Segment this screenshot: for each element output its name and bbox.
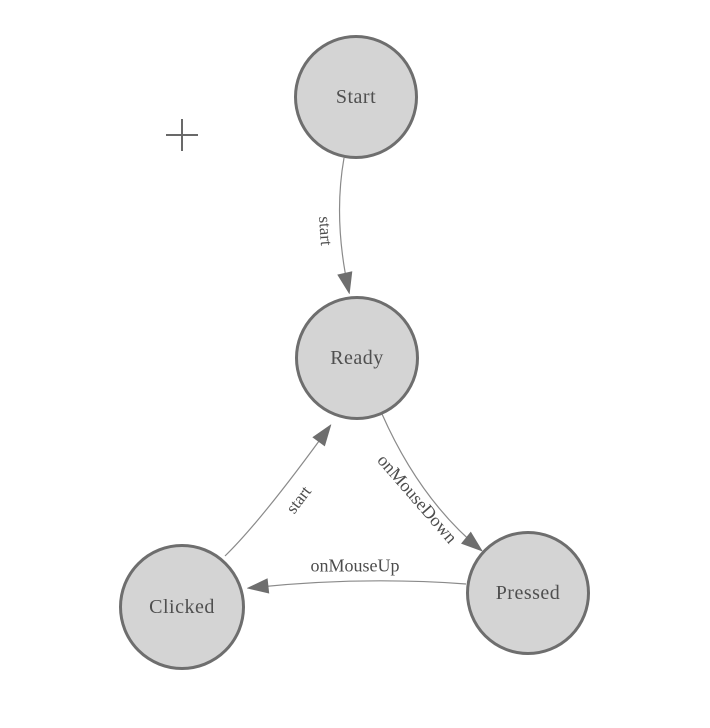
- edge-start-to-ready[interactable]: [340, 157, 349, 292]
- crosshair-icon: [166, 119, 198, 151]
- state-node-pressed[interactable]: Pressed: [466, 531, 590, 655]
- state-node-ready[interactable]: Ready: [295, 296, 419, 420]
- edge-clicked-to-ready[interactable]: [224, 426, 330, 557]
- edge-label-start-top: start: [315, 215, 336, 247]
- state-node-ready-label: Ready: [330, 346, 384, 369]
- edge-ready-to-pressed[interactable]: [381, 413, 481, 550]
- state-node-pressed-label: Pressed: [495, 581, 561, 604]
- edge-label-onmouseup: onMouseUp: [310, 555, 400, 576]
- edge-pressed-to-clicked[interactable]: [249, 581, 467, 588]
- state-node-start[interactable]: Start: [294, 35, 418, 159]
- state-node-start-label: Start: [335, 85, 377, 108]
- state-node-clicked-label: Clicked: [149, 595, 215, 618]
- state-node-clicked[interactable]: Clicked: [119, 544, 245, 670]
